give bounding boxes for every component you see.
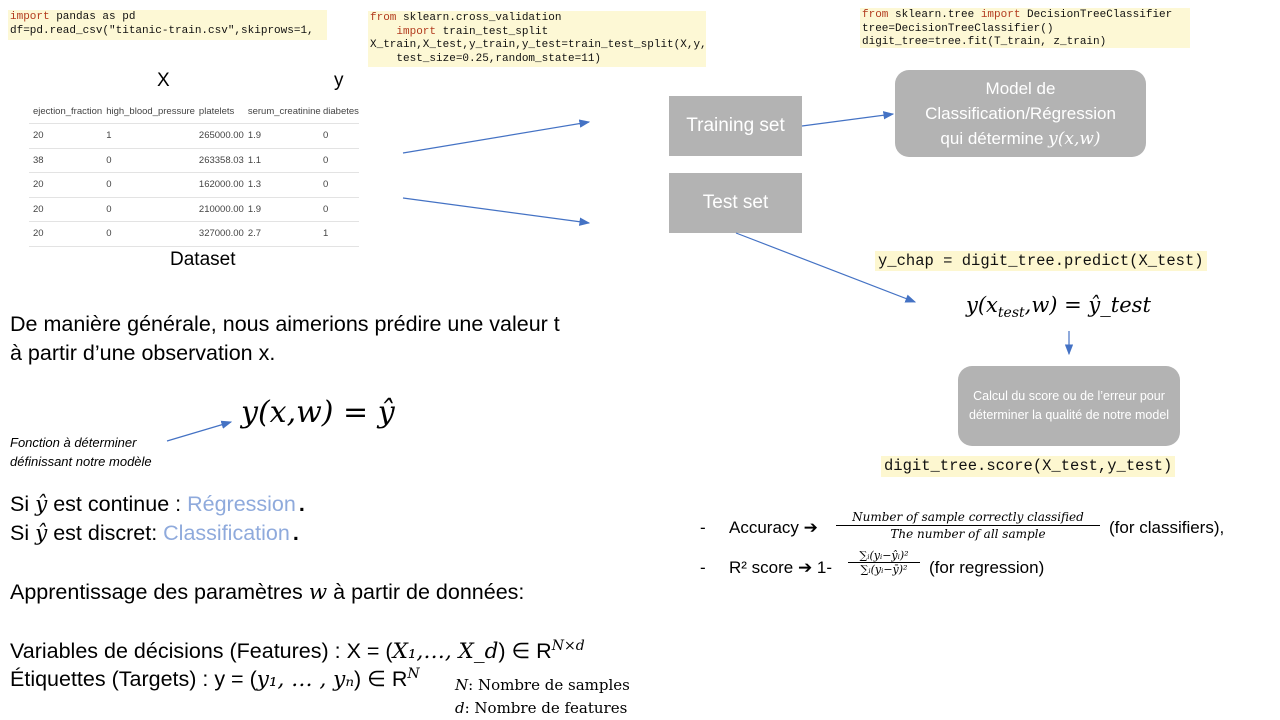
learning-line: Apprentissage des paramètres w à partir … (10, 580, 525, 605)
arrow-test-to-prediction (735, 232, 917, 303)
table-cell: 20 (29, 197, 103, 222)
table-cell: 263358.03 (194, 148, 244, 173)
column-header: diabetes (319, 99, 359, 124)
arrow-training-to-model (801, 111, 895, 127)
accuracy-fraction: Number of sample correctly classified Th… (836, 510, 1100, 541)
intro-line-1: De manière générale, nous aimerions préd… (10, 312, 560, 336)
arrow-to-training (402, 119, 591, 154)
accuracy-suffix: (for classifiers), (1109, 518, 1225, 537)
table-cell: 0 (102, 197, 195, 222)
table-cell: 0 (319, 148, 359, 173)
table-cell: 1 (102, 123, 195, 149)
x-matrix-label: X (157, 70, 170, 91)
features-line: Variables de décisions (Features) : X = … (10, 638, 585, 665)
regression-line: Si ŷ est continue : Régression. (10, 492, 305, 517)
score-box: Calcul du score ou de l’erreur pour déte… (958, 366, 1180, 446)
table-cell: 1 (319, 221, 359, 247)
code-block-train-test-split: from sklearn.cross_validation import tra… (368, 11, 707, 67)
table-row: 0 (319, 197, 359, 222)
column-header: ejection_fraction (29, 99, 103, 124)
model-line3: qui détermine y(x,w) (940, 128, 1101, 149)
model-box: Model de Classification/Régression qui d… (895, 70, 1146, 157)
r2-dash: - (700, 558, 706, 577)
table-cell: 265000.00 (194, 123, 244, 149)
table-cell: 0 (319, 197, 359, 222)
dataset-caption: Dataset (170, 249, 236, 270)
training-set-box: Training set (669, 96, 802, 156)
table-cell: 0 (102, 172, 195, 198)
table-cell: 1.1 (243, 148, 321, 173)
table-cell: 162000.00 (194, 172, 244, 198)
r2-suffix: (for regression) (929, 558, 1045, 577)
table-cell: 327000.00 (194, 221, 244, 247)
table-cell: 0 (319, 172, 359, 198)
table-cell: 1.3 (243, 172, 321, 198)
table-cell: 1.9 (243, 123, 321, 149)
legend-d: d: Nombre de features (455, 699, 628, 717)
predict-code: y_chap = digit_tree.predict(X_test) (875, 251, 1207, 271)
accuracy-label: Accuracy ➔ (729, 518, 818, 537)
score-code: digit_tree.score(X_test,y_test) (881, 456, 1176, 477)
table-cell: 20 (29, 123, 103, 149)
table-cell: 0 (102, 148, 195, 173)
features-table: ejection_fraction high_blood_pressure pl… (29, 99, 321, 247)
main-formula: y(x,w) = ŷ (241, 395, 395, 430)
targets-line: Étiquettes (Targets) : y = (y₁, … , yₙ) … (10, 666, 420, 693)
table-row: 0 (319, 172, 359, 198)
table-cell: 0 (102, 221, 195, 247)
y-vector-label: y (334, 70, 344, 91)
arrow-note-to-formula (166, 420, 233, 442)
classification-term: Classification (163, 521, 290, 545)
table-cell: 20 (29, 221, 103, 247)
table-cell: 210000.00 (194, 197, 244, 222)
accuracy-dash: - (700, 518, 706, 537)
classification-line: Si ŷ est discret: Classification. (10, 521, 299, 546)
column-header: high_blood_pressure (102, 99, 195, 124)
table-header-row: diabetes (319, 99, 359, 124)
r2-label: R² score ➔ 1- (729, 558, 833, 577)
table-row: 0 (319, 148, 359, 173)
table-cell: 1.9 (243, 197, 321, 222)
code-block-decision-tree: from sklearn.tree import DecisionTreeCla… (860, 8, 1190, 48)
regression-term: Régression (187, 492, 296, 516)
table-cell: 0 (319, 123, 359, 149)
legend-n: N: Nombre de samples (455, 676, 630, 694)
r2-fraction: ∑ᵢ(yᵢ−ŷᵢ)² ∑ᵢ(yᵢ−ȳ)² (848, 549, 920, 576)
test-set-box: Test set (669, 173, 802, 233)
intro-line-2: à partir d’une observation x. (10, 341, 276, 365)
arrow-to-test (402, 197, 591, 226)
code-block-pandas: import pandas as pd df=pd.read_csv("tita… (8, 10, 327, 40)
table-cell: 38 (29, 148, 103, 173)
table-cell: 20 (29, 172, 103, 198)
column-header: platelets (194, 99, 244, 124)
prediction-formula: y(xtest,w) = ŷ_test (966, 293, 1151, 322)
table-cell: 2.7 (243, 221, 321, 247)
column-header: serum_creatinine (243, 99, 321, 124)
function-note: Fonction à déterminer définissant notre … (10, 435, 152, 469)
table-header-row: ejection_fraction high_blood_pressure pl… (29, 99, 321, 124)
table-row: 1 (319, 221, 359, 247)
table-row: 0 (319, 123, 359, 149)
target-table: diabetes 0 0 0 0 1 (319, 99, 359, 247)
